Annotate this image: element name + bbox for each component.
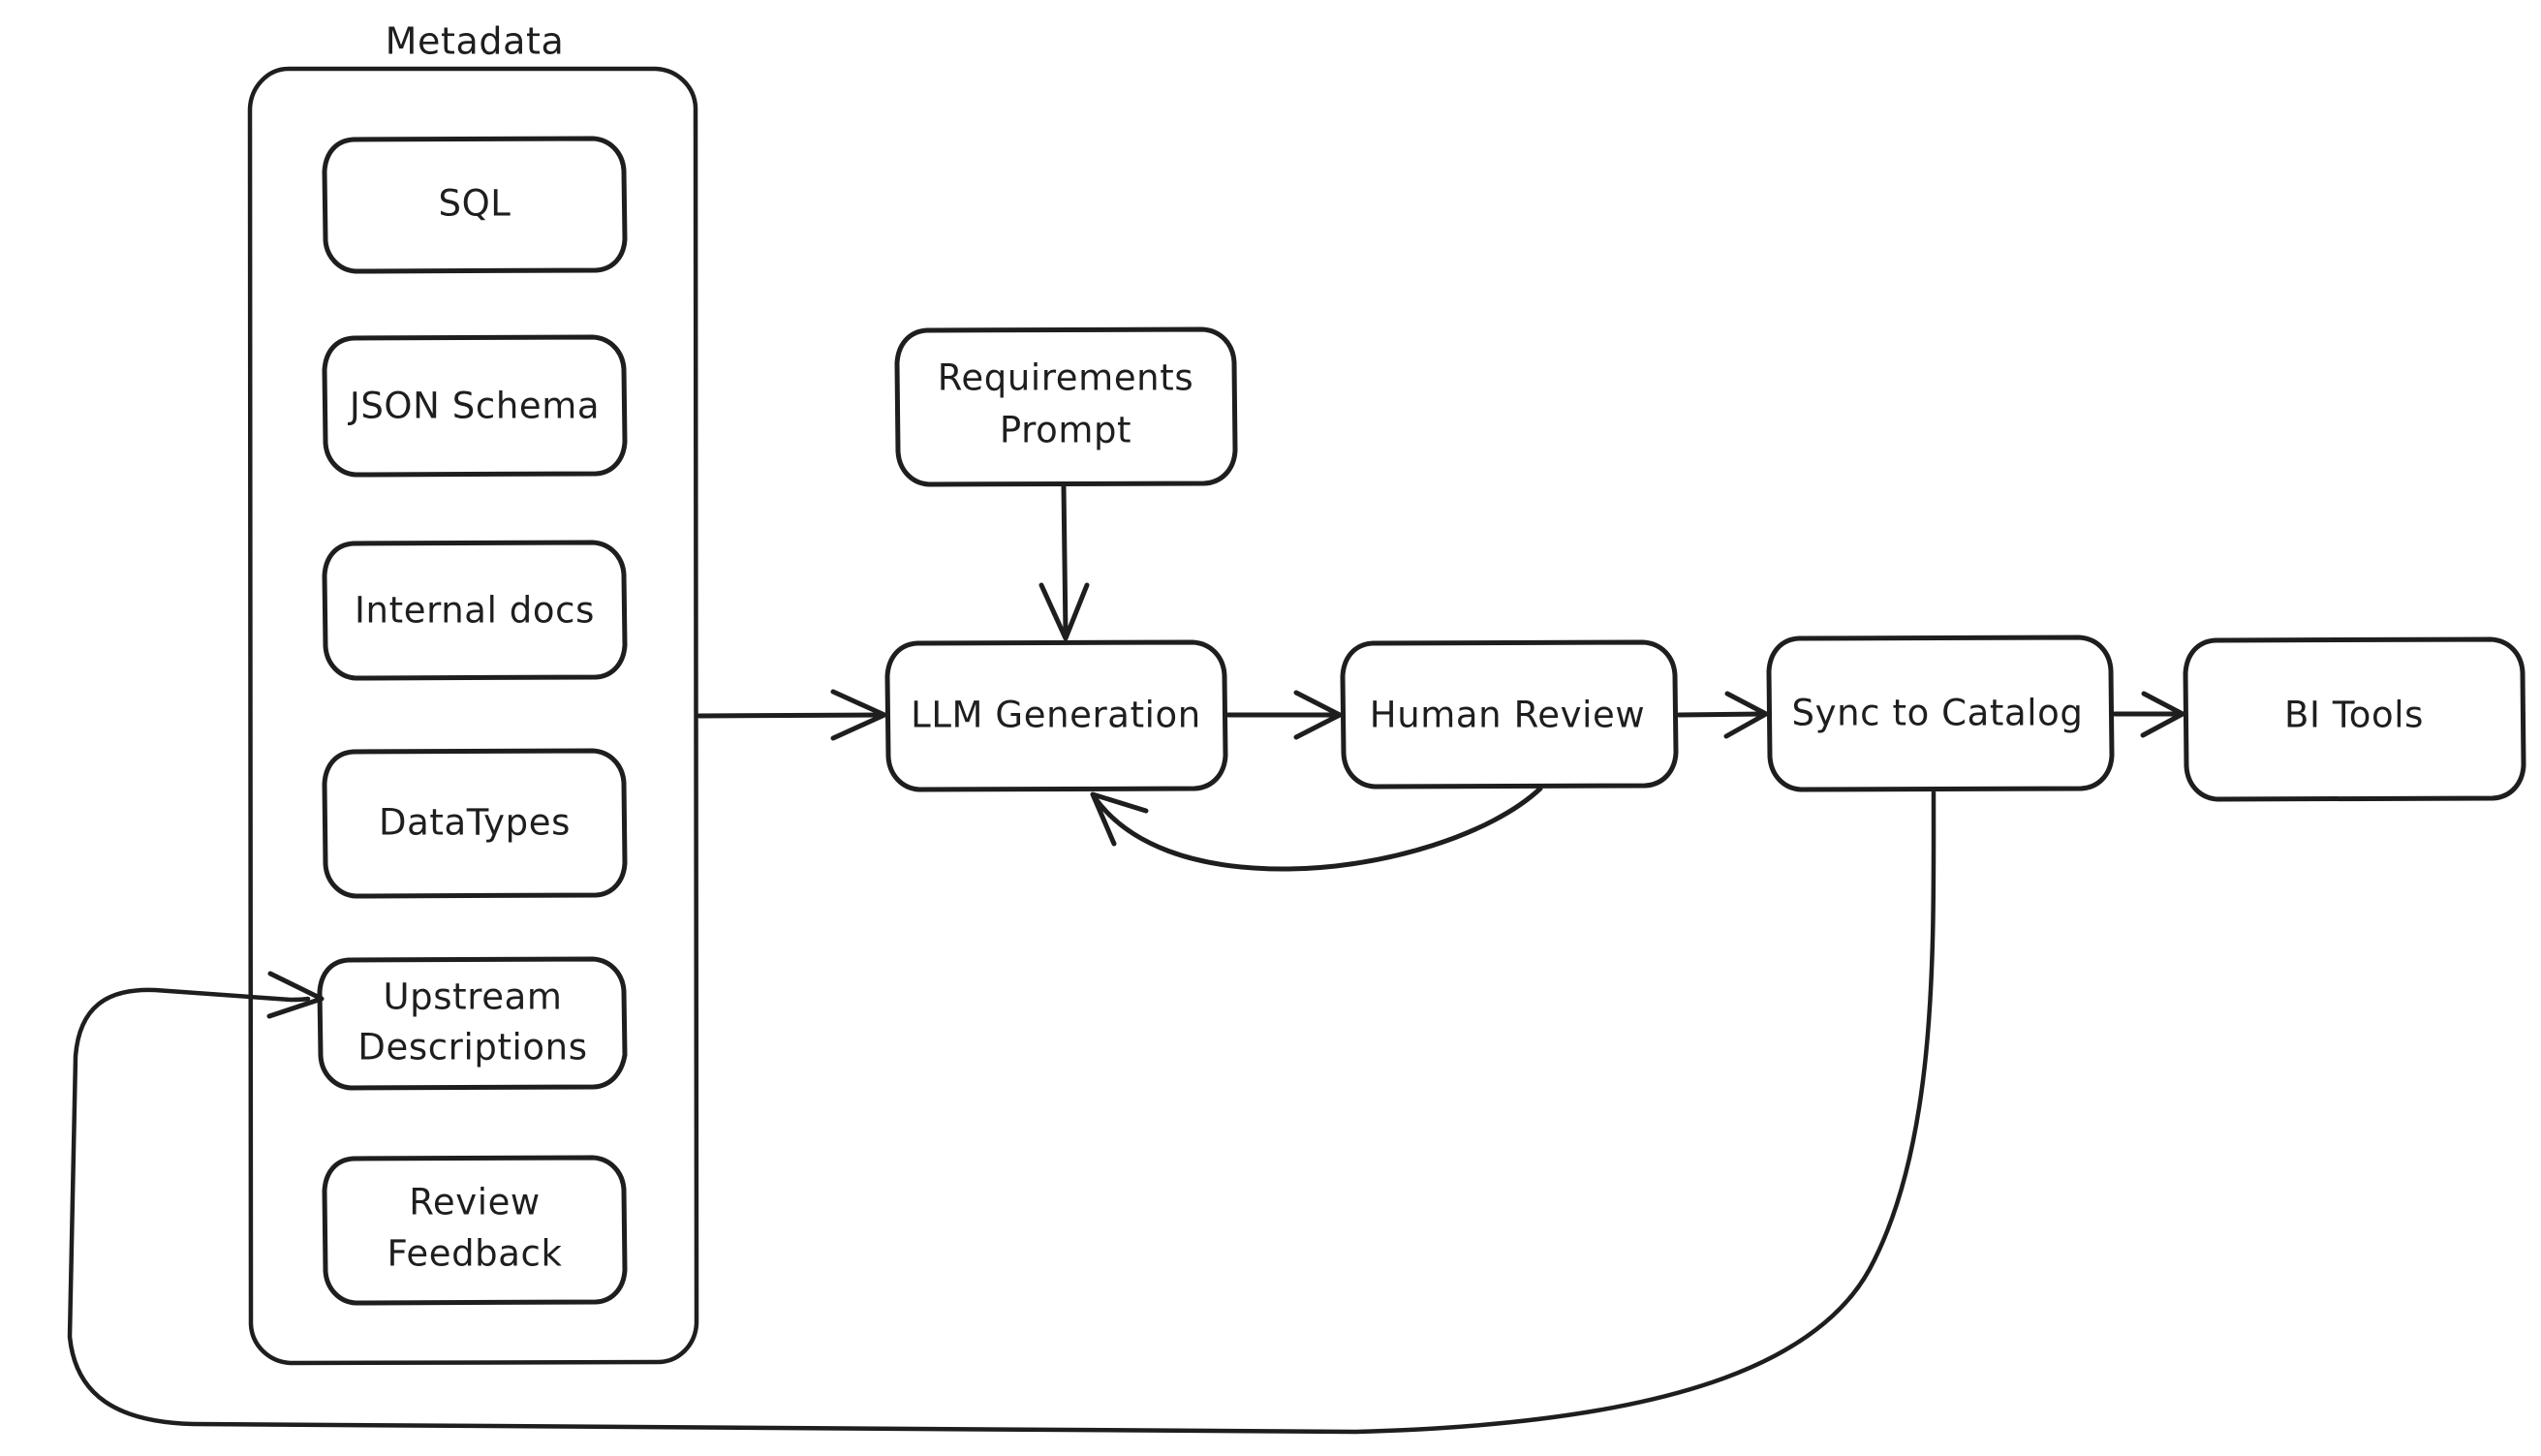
node-sql-label: SQL — [438, 183, 511, 225]
node-human-review[interactable]: Human Review — [1340, 639, 1679, 790]
edge-long-feedback-arrowhead — [266, 971, 325, 1019]
node-datatypes[interactable]: DataTypes — [322, 748, 628, 899]
node-review-feedback-label-line-1: Review — [409, 1182, 541, 1224]
node-upstream-label-line-1: Upstream — [383, 976, 562, 1018]
edge-llm-to-review-arrowhead — [1293, 690, 1343, 740]
node-internal-docs-label: Internal docs — [355, 590, 595, 632]
node-review-feedback-label-line-2: Feedback — [387, 1233, 562, 1275]
node-datatypes-label: DataTypes — [379, 802, 571, 844]
node-bi-tools-outline — [2183, 636, 2526, 802]
edge-prompt-to-llm-line — [1061, 483, 1069, 637]
node-llm-generation-label: LLM Generation — [911, 695, 1201, 736]
node-requirements-prompt-label-line-1: Requirements — [938, 357, 1193, 399]
node-sync-to-catalog-outline — [1766, 635, 2115, 792]
node-bi-tools-label: BI Tools — [2284, 695, 2424, 736]
node-internal-docs-outline — [322, 540, 628, 681]
node-sql[interactable]: SQL — [322, 136, 628, 274]
node-requirements-prompt-label-line-2: Prompt — [1000, 410, 1131, 451]
edge-sync-to-catalog-to-bi-tools — [2112, 691, 2185, 738]
node-review-feedback[interactable]: Review Feedback — [322, 1155, 628, 1306]
node-sql-outline — [322, 136, 628, 274]
node-json-schema-outline — [322, 334, 628, 478]
node-human-review-outline — [1340, 639, 1679, 790]
edge-review-feedback-curve — [1094, 786, 1543, 872]
node-review-feedback-outline — [322, 1155, 628, 1306]
node-requirements-prompt-outline — [894, 326, 1238, 487]
node-requirements-prompt[interactable]: Requirements Prompt — [894, 326, 1238, 487]
node-sync-to-catalog[interactable]: Sync to Catalog — [1766, 635, 2115, 792]
edge-human-review-feedback-to-llm-generation — [1090, 786, 1543, 872]
edge-metadata-to-llm-arrowhead — [830, 689, 887, 741]
edge-requirements-prompt-to-llm-generation — [1038, 483, 1090, 641]
node-upstream-label-line-2: Descriptions — [357, 1027, 587, 1069]
node-sync-to-catalog-label: Sync to Catalog — [1792, 693, 2084, 734]
edge-llm-generation-to-human-review — [1225, 690, 1343, 740]
edge-review-to-sync-line — [1676, 711, 1767, 718]
node-datatypes-outline — [322, 748, 628, 899]
edge-metadata-to-llm-generation — [697, 689, 887, 741]
node-llm-generation-outline — [884, 639, 1228, 792]
edge-metadata-to-llm-line — [697, 712, 885, 719]
edge-review-feedback-arrowhead — [1090, 791, 1149, 847]
node-upstream-descriptions-outline — [317, 956, 628, 1091]
node-json-schema-label: JSON Schema — [348, 386, 600, 427]
node-bi-tools[interactable]: BI Tools — [2183, 636, 2526, 802]
edge-sync-to-bi-arrowhead — [2140, 691, 2185, 738]
metadata-group-label: Metadata — [386, 20, 565, 63]
node-llm-generation[interactable]: LLM Generation — [884, 639, 1228, 792]
edge-sync-to-catalog-feedback-to-upstream — [67, 790, 1937, 1435]
edge-human-review-to-sync-to-catalog — [1676, 691, 1769, 739]
edge-prompt-to-llm-arrowhead — [1038, 582, 1090, 641]
node-json-schema[interactable]: JSON Schema — [322, 334, 628, 478]
edge-review-to-sync-arrowhead — [1723, 691, 1769, 739]
edge-long-feedback-curve — [67, 790, 1937, 1435]
node-internal-docs[interactable]: Internal docs — [322, 540, 628, 681]
node-human-review-label: Human Review — [1370, 695, 1645, 736]
node-upstream-descriptions[interactable]: Upstream Descriptions — [317, 956, 628, 1091]
